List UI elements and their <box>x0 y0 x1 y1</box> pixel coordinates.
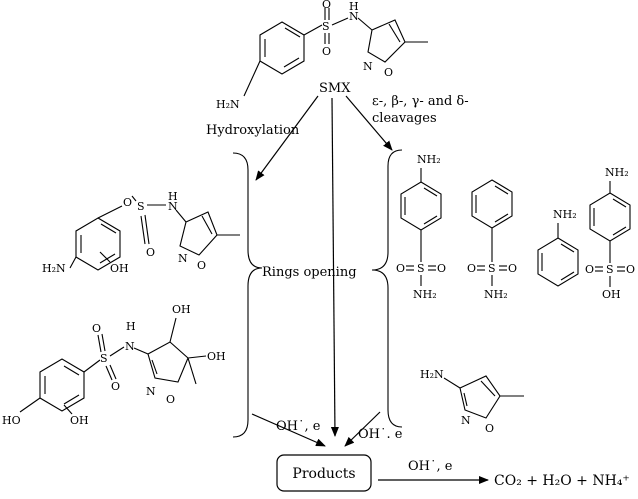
oh-e-right-label: OH˙. e <box>358 427 403 442</box>
frag2-sulfonamide-nh2: NH₂ <box>484 288 508 301</box>
hyd2-sulfur: S <box>100 352 108 365</box>
fragment-benzenesulfonamide: S O O NH₂ <box>467 179 517 301</box>
hyd2-phenol-hydroxyl: HO <box>2 414 21 427</box>
cleavages-label-line1: ε-, β-, γ- and δ- <box>372 94 469 109</box>
smx-nh-hydrogen: H <box>349 0 359 13</box>
frag1-sulfonamide-nh2: NH₂ <box>413 288 437 301</box>
hyd1-ring-oxygen: O <box>197 259 206 272</box>
oh-e-left-label: OH˙, e <box>276 419 321 434</box>
smx-oxygen-top: O <box>322 0 331 11</box>
fragment-sulfanilamide: NH₂ S O O NH₂ <box>396 153 446 301</box>
hydroxylated-smx-2: S O O N H OH OH N O HO OH <box>2 303 226 427</box>
frag5-ring-oxygen: O <box>485 422 494 435</box>
frag4-benzene-ring <box>589 192 631 242</box>
products-box <box>276 454 372 492</box>
hyd1-hydroxyl: OH <box>110 262 129 275</box>
frag4-sulfonic-hydroxyl: OH <box>602 288 621 301</box>
frag5-amine: H₂N <box>420 368 444 381</box>
frag2-oxygen-1: O <box>467 262 476 275</box>
right-brace <box>371 149 403 428</box>
arrow-cleavages <box>345 95 393 151</box>
hyd2-oxygen-2: O <box>111 380 120 393</box>
hyd1-nh-hydrogen: H <box>168 190 178 203</box>
smx-benzene-ring <box>259 21 305 75</box>
smx-nitrogen: N <box>349 10 359 23</box>
hyd1-oxygen-2: O <box>146 246 155 259</box>
frag4-oxygen-1: O <box>585 263 594 276</box>
hyd1-benzene-ring <box>75 217 121 271</box>
left-brace <box>232 152 263 438</box>
frag4-amine: NH₂ <box>605 166 629 179</box>
frag3-amine: NH₂ <box>553 208 577 221</box>
smx-amine: H₂N <box>216 98 240 111</box>
smx-label: SMX <box>319 81 351 96</box>
arrow-right-to-products <box>344 411 381 447</box>
hydroxylated-smx-1: S O O N H N O H₂N OH <box>42 190 240 275</box>
hyd2-nh-hydrogen: H <box>126 320 136 333</box>
hyd2-ring-oxygen: O <box>166 393 175 406</box>
hyd1-amine: H₂N <box>42 262 66 275</box>
frag3-benzene-ring <box>537 237 579 287</box>
smx-oxygen-bottom: O <box>322 45 331 58</box>
arrow-left-to-products <box>251 413 326 447</box>
cleavages-label-line2: cleavages <box>372 111 437 126</box>
frag4-sulfur: S <box>606 263 614 276</box>
hyd2-oxygen-1: O <box>92 322 101 335</box>
hyd1-oxygen-1: O <box>123 196 132 209</box>
hyd1-isoxazole-ring <box>179 211 218 256</box>
frag5-ring-nitrogen: N <box>461 414 471 427</box>
oh-e-final-label: OH˙, e <box>408 459 453 474</box>
hydroxylation-label: Hydroxylation <box>206 123 300 138</box>
smx-ring-oxygen: O <box>384 66 393 79</box>
hyd2-ring-hydroxyl: OH <box>70 414 89 427</box>
frag2-sulfur: S <box>488 262 496 275</box>
hyd2-hydroxyl-top: OH <box>172 303 191 316</box>
hyd2-nitrogen: N <box>125 340 135 353</box>
hyd2-benzene-ring <box>39 358 85 412</box>
hyd2-hydroxyl-right: OH <box>207 350 226 363</box>
arrow-hydroxylation <box>255 95 319 181</box>
smx-sulfur: S <box>322 20 330 33</box>
frag1-benzene-ring <box>400 181 442 231</box>
frag2-benzene-ring <box>471 179 513 229</box>
hyd2-ring-nitrogen: N <box>146 385 156 398</box>
frag2-oxygen-2: O <box>508 262 517 275</box>
hyd1-nitrogen: N <box>168 200 178 213</box>
frag1-oxygen-1: O <box>396 262 405 275</box>
frag1-oxygen-2: O <box>437 262 446 275</box>
frag5-isoxazole-ring <box>459 375 501 419</box>
fragment-sulfanilic-acid: NH₂ S O O OH <box>585 166 635 301</box>
rings-opening-label: Rings opening <box>262 265 357 280</box>
frag4-oxygen-2: O <box>626 263 635 276</box>
hyd2-isoxazoline-ring <box>147 341 189 383</box>
final-products-label: CO₂ + H₂O + NH₄⁺ <box>494 473 630 489</box>
frag1-sulfur: S <box>417 262 425 275</box>
fragment-aminomethylisoxazole: H₂N N O <box>420 368 524 435</box>
smx-ring-nitrogen: N <box>363 60 373 73</box>
smx-structure: S O O N H N O H₂N <box>216 0 428 111</box>
products-label: Products <box>292 466 355 482</box>
hyd1-sulfur: S <box>137 200 145 213</box>
frag1-amine: NH₂ <box>417 153 441 166</box>
fragment-aniline: NH₂ <box>537 208 579 287</box>
smx-isoxazole-ring <box>367 19 406 63</box>
arrow-direct-to-products <box>330 97 339 437</box>
hyd1-ring-nitrogen: N <box>178 252 188 265</box>
